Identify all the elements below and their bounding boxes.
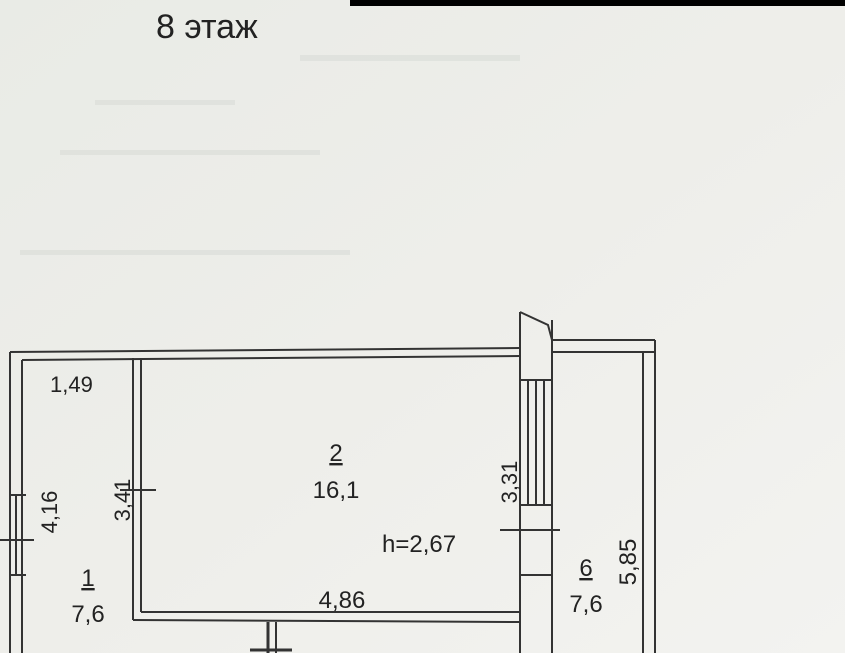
- dim-wall-segment: 3,31: [497, 461, 522, 504]
- wall-top-inner: [21, 355, 521, 361]
- dim-room1-length: 4,16: [37, 491, 62, 534]
- room6-area: 7,6: [569, 591, 602, 618]
- floor-label: 8 этаж: [156, 8, 258, 46]
- ceiling-height: h=2,67: [382, 531, 456, 558]
- room1-area: 7,6: [71, 601, 104, 628]
- walls: [0, 311, 656, 653]
- room2-area: 16,1: [313, 477, 360, 504]
- dim-room2-width: 4,86: [319, 587, 366, 614]
- dim-room6-length: 5,85: [615, 539, 642, 586]
- wall-top-outer: [9, 347, 521, 353]
- dim-room2-depth: 3,41: [110, 479, 135, 522]
- room6-number: 6: [579, 555, 592, 582]
- room2-number: 2: [329, 440, 342, 467]
- bleed-through-marks: [20, 55, 520, 255]
- dim-room1-width: 1,49: [50, 372, 93, 397]
- column-top: [519, 311, 553, 341]
- wall-room2-bottom-outer: [132, 619, 521, 623]
- room1-number: 1: [81, 565, 94, 592]
